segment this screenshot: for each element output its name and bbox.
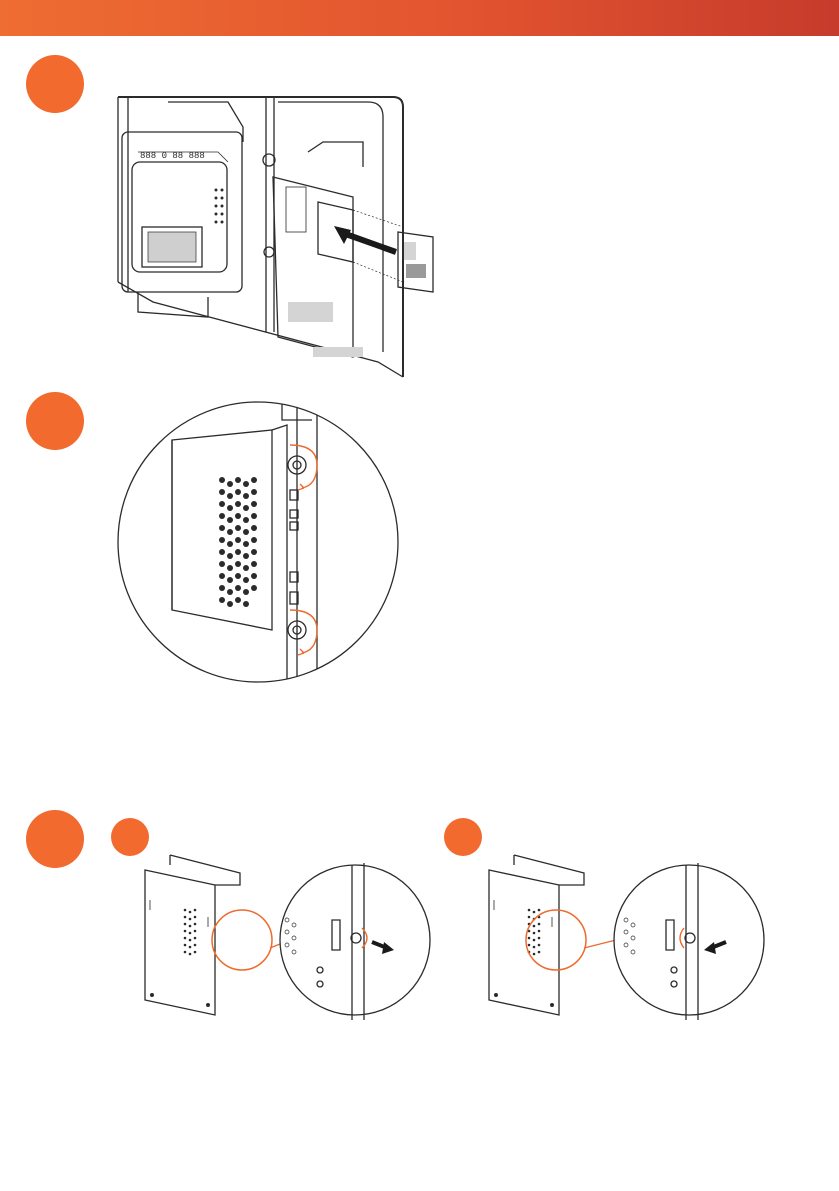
substep-b-marker: [444, 818, 482, 856]
step-1-illustration: 888 0 88 888: [108, 92, 443, 382]
substep-a-callout: [212, 860, 442, 1030]
substep-a-marker: [111, 818, 149, 856]
header-band: [0, 0, 839, 36]
step-2-illustration: [112, 400, 412, 685]
substep-b-callout: [526, 860, 756, 1030]
step-1-marker: [26, 55, 84, 113]
step-2-marker: [26, 392, 84, 450]
svg-text:888 0 88 888: 888 0 88 888: [140, 151, 205, 161]
step-3-marker: [26, 810, 84, 868]
